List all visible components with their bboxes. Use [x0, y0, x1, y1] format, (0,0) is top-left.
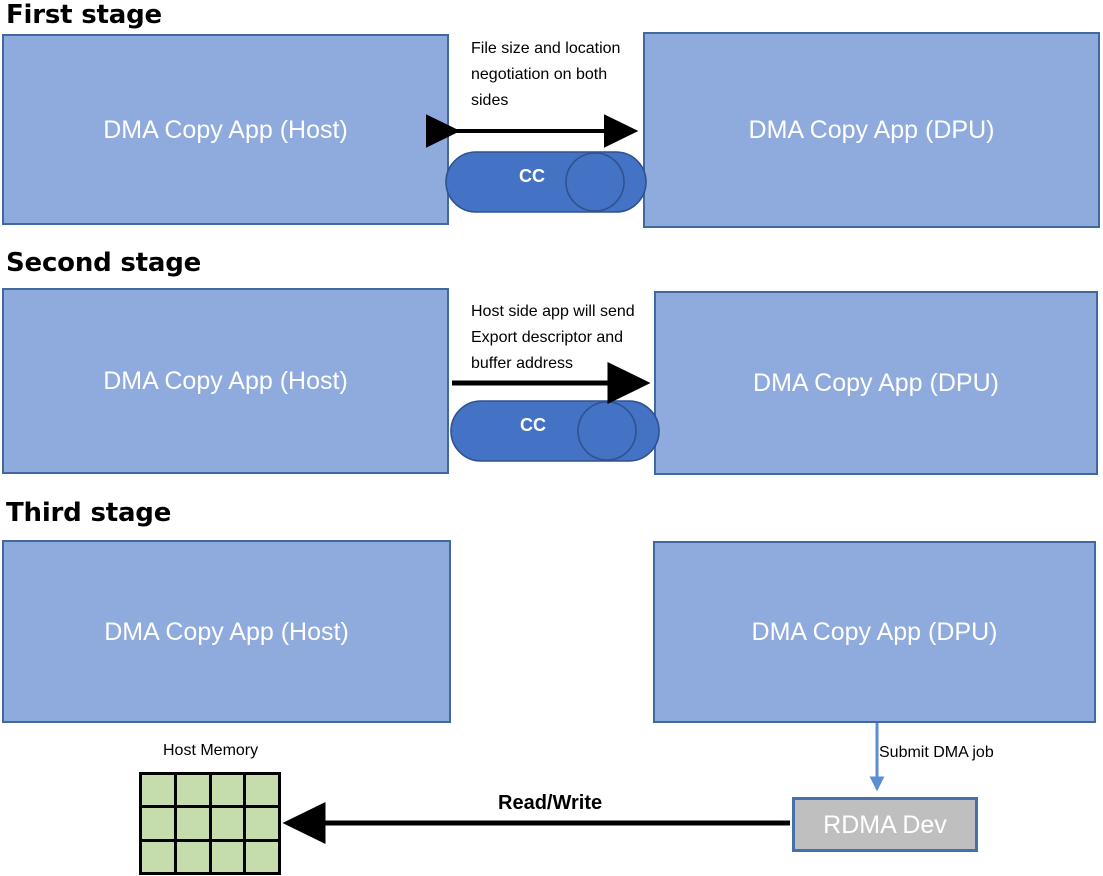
host-memory-cell: [142, 808, 177, 842]
rdma-dev-box: RDMA Dev: [792, 797, 978, 852]
host-memory-cell: [246, 775, 281, 809]
host-memory-cell: [246, 841, 281, 875]
third-stage-host-box: DMA Copy App (Host): [2, 540, 451, 723]
host-memory-cell: [176, 808, 212, 842]
second-stage-dpu-box: DMA Copy App (DPU): [654, 291, 1098, 475]
second-stage-note: Host side app will send Export descripto…: [471, 303, 635, 372]
host-memory-cell: [246, 808, 281, 842]
second-stage-cc-cylinder: [450, 400, 661, 462]
first-stage-dpu-label: DMA Copy App (DPU): [748, 116, 995, 144]
first-stage-host-label: DMA Copy App (Host): [103, 115, 348, 144]
host-memory-cell: [211, 808, 247, 842]
host-memory-cell: [142, 775, 177, 809]
third-stage-dpu-box: DMA Copy App (DPU): [653, 541, 1096, 723]
stage-heading-second: Second stage: [6, 248, 202, 278]
host-memory-cell: [142, 841, 177, 875]
stage-heading-first: First stage: [6, 0, 162, 30]
second-stage-host-label: DMA Copy App (Host): [103, 367, 348, 395]
host-memory-cell: [211, 775, 247, 809]
first-stage-dpu-box: DMA Copy App (DPU): [643, 32, 1100, 228]
second-stage-host-box: DMA Copy App (Host): [2, 288, 449, 474]
host-memory-label: Host Memory: [163, 742, 259, 759]
second-stage-cc-label: CC: [520, 415, 546, 435]
first-stage-cc-cylinder: [445, 151, 647, 213]
host-memory-cell: [176, 775, 212, 809]
first-stage-note: File size and location negotiation on bo…: [471, 40, 621, 109]
third-stage-host-label: DMA Copy App (Host): [104, 617, 349, 646]
rdma-dev-label: RDMA Dev: [823, 810, 947, 839]
host-memory-grid: [139, 772, 281, 875]
third-stage-dpu-label: DMA Copy App (DPU): [751, 618, 998, 646]
read-write-label: Read/Write: [498, 792, 603, 814]
submit-dma-job-label: Submit DMA job: [879, 744, 994, 761]
host-memory-cell: [211, 841, 247, 875]
second-stage-dpu-label: DMA Copy App (DPU): [753, 369, 999, 397]
first-stage-host-box: DMA Copy App (Host): [2, 34, 449, 225]
stage-heading-third: Third stage: [6, 498, 172, 528]
host-memory-cell: [176, 841, 212, 875]
first-stage-cc-label: CC: [519, 166, 545, 186]
